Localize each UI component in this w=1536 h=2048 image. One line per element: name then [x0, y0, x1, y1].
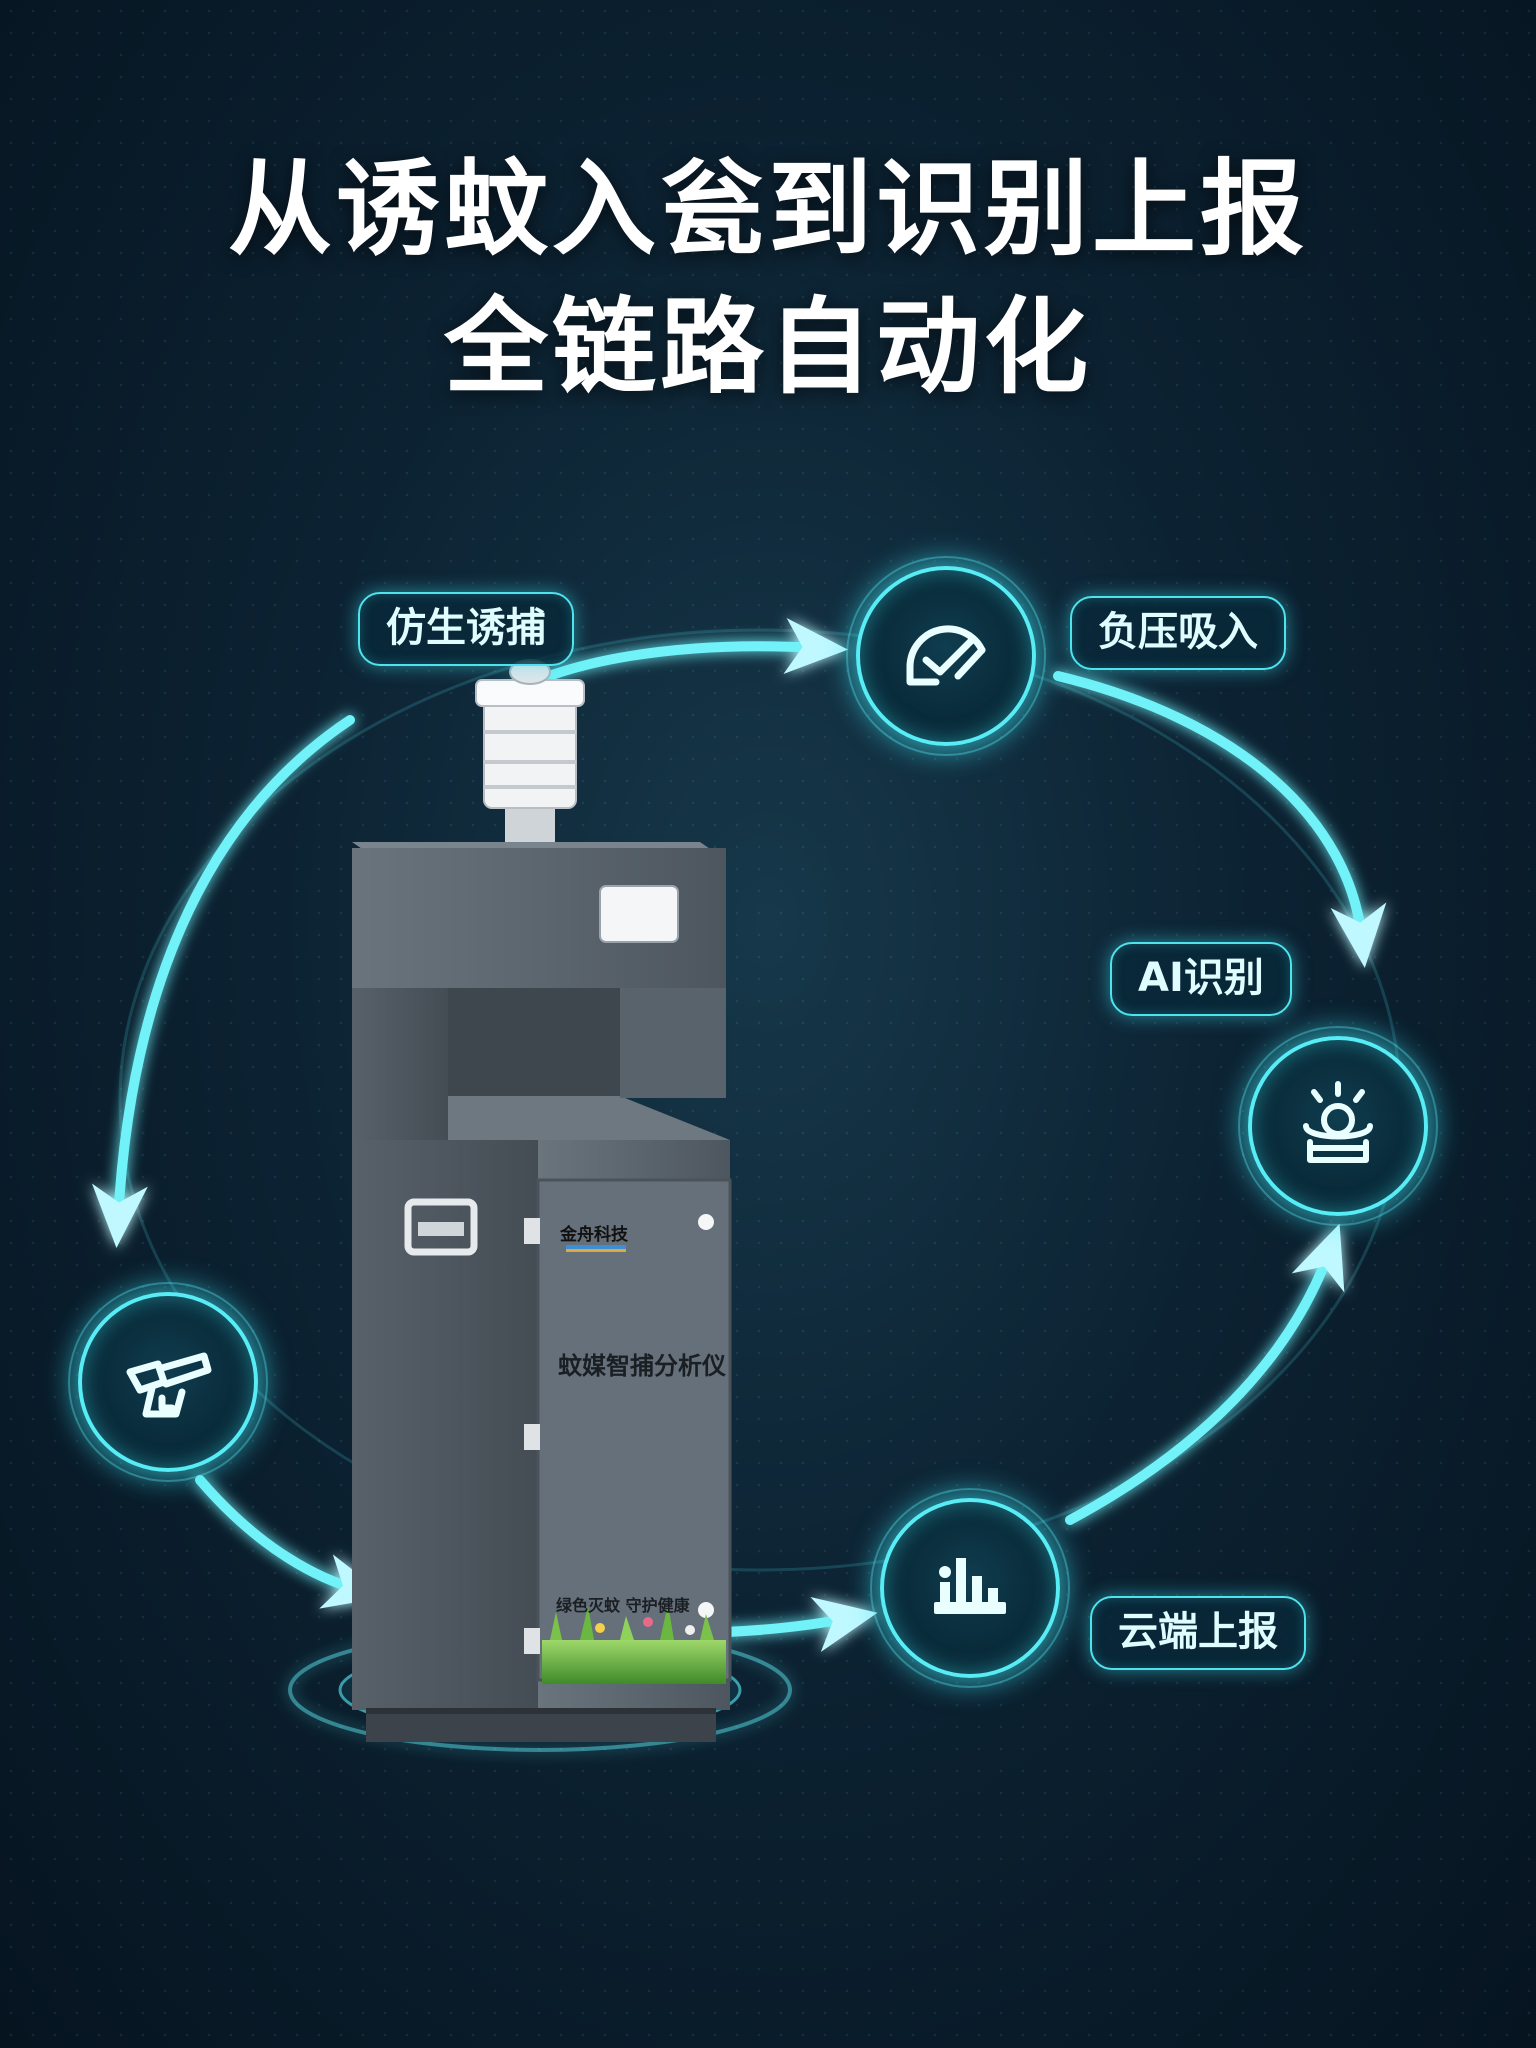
device-slogan: 绿色灭蚊 守护健康	[556, 1596, 690, 1615]
device-name-label: 蚊媒智捕分析仪	[558, 1352, 726, 1380]
cloud-report-icon	[934, 1558, 1006, 1614]
sensor-housing	[483, 699, 577, 809]
step-node-cloud	[870, 1488, 1070, 1688]
flow-arrow-3	[1065, 1223, 1345, 1525]
status-light-top	[698, 1214, 714, 1230]
mosquito-trap-device	[352, 659, 732, 1742]
title-line-2: 全链路自动化	[443, 286, 1092, 408]
step-node-ai	[1238, 1026, 1438, 1226]
carry-handle	[404, 1198, 478, 1256]
suction-icon	[906, 625, 986, 686]
title-line-1: 从诱蚊入瓮到识别上报	[227, 148, 1308, 270]
door-hinge-middle	[524, 1424, 540, 1450]
step-node-suction	[846, 556, 1046, 756]
step-label-ai: AI识别	[1110, 942, 1292, 1016]
trap-lure-icon	[126, 1352, 212, 1418]
cabinet-door	[536, 1178, 732, 1682]
device-brand-logo: 金舟科技	[560, 1225, 628, 1245]
step-label-cloud: 云端上报	[1090, 1596, 1306, 1670]
step-label-trap: 仿生诱捕	[358, 592, 574, 666]
device-display	[599, 885, 679, 943]
grass-decoration	[542, 1604, 726, 1684]
intake-recess	[448, 988, 620, 1096]
brand-stripe	[566, 1245, 626, 1249]
door-hinge-bottom	[524, 1628, 540, 1654]
flow-arrow-5	[91, 715, 355, 1248]
ai-recognition-icon	[1303, 1081, 1373, 1163]
status-light-bottom	[698, 1602, 714, 1618]
flow-arrow-6	[195, 1475, 388, 1609]
step-node-trap	[68, 1282, 268, 1482]
page-title: 从诱蚊入瓮到识别上报 全链路自动化	[0, 140, 1536, 416]
flow-arrow-2	[1053, 671, 1387, 968]
step-label-suction: 负压吸入	[1070, 596, 1286, 670]
door-hinge-top	[524, 1218, 540, 1244]
